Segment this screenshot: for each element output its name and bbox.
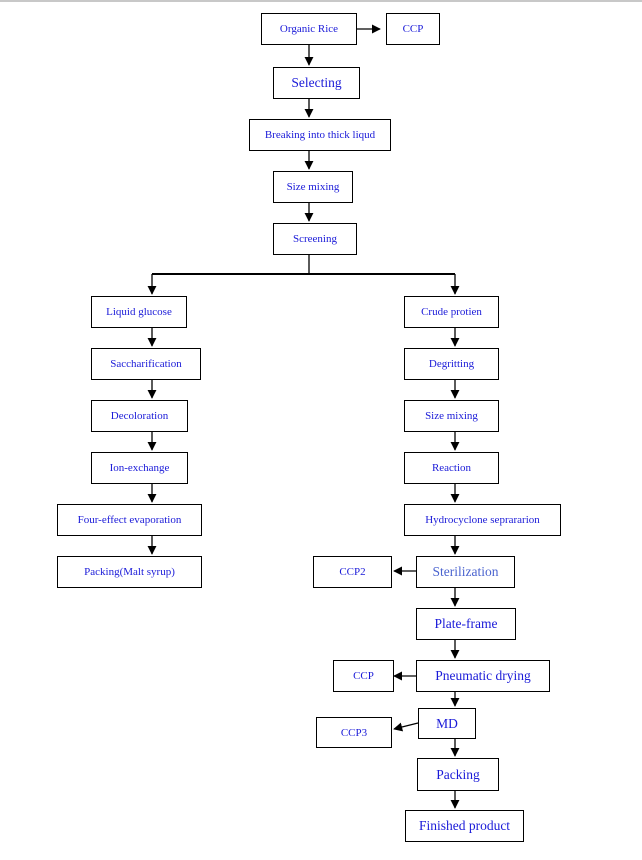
node-ion-exchange: Ion-exchange xyxy=(91,452,188,484)
node-liquid-glucose: Liquid glucose xyxy=(91,296,187,328)
node-decoloration: Decoloration xyxy=(91,400,188,432)
node-pneumatic: Pneumatic drying xyxy=(416,660,550,692)
arrow-md-to-ccp3 xyxy=(393,722,419,732)
node-md: MD xyxy=(418,708,476,739)
node-size-mixing-top: Size mixing xyxy=(273,171,353,203)
node-hydrocyclone: Hydrocyclone seprararion xyxy=(404,504,561,536)
node-breaking: Breaking into thick liqud xyxy=(249,119,391,151)
node-ccp-mid: CCP xyxy=(333,660,394,692)
node-plate-frame: Plate-frame xyxy=(416,608,516,640)
node-selecting: Selecting xyxy=(273,67,360,99)
node-sterilization: Sterilization xyxy=(416,556,515,588)
node-finished: Finished product xyxy=(405,810,524,842)
node-crude-protien: Crude protien xyxy=(404,296,499,328)
node-saccharification: Saccharification xyxy=(91,348,201,380)
node-packing: Packing xyxy=(417,758,499,791)
node-organic-rice: Organic Rice xyxy=(261,13,357,45)
node-ccp2: CCP2 xyxy=(313,556,392,588)
top-border xyxy=(0,0,642,2)
node-screening: Screening xyxy=(273,223,357,255)
node-ccp3: CCP3 xyxy=(316,717,392,748)
node-packing-malt: Packing(Malt syrup) xyxy=(57,556,202,588)
node-four-effect: Four-effect evaporation xyxy=(57,504,202,536)
node-size-mixing-right: Size mixing xyxy=(404,400,499,432)
node-ccp-top: CCP xyxy=(386,13,440,45)
node-degritting: Degritting xyxy=(404,348,499,380)
node-reaction: Reaction xyxy=(404,452,499,484)
